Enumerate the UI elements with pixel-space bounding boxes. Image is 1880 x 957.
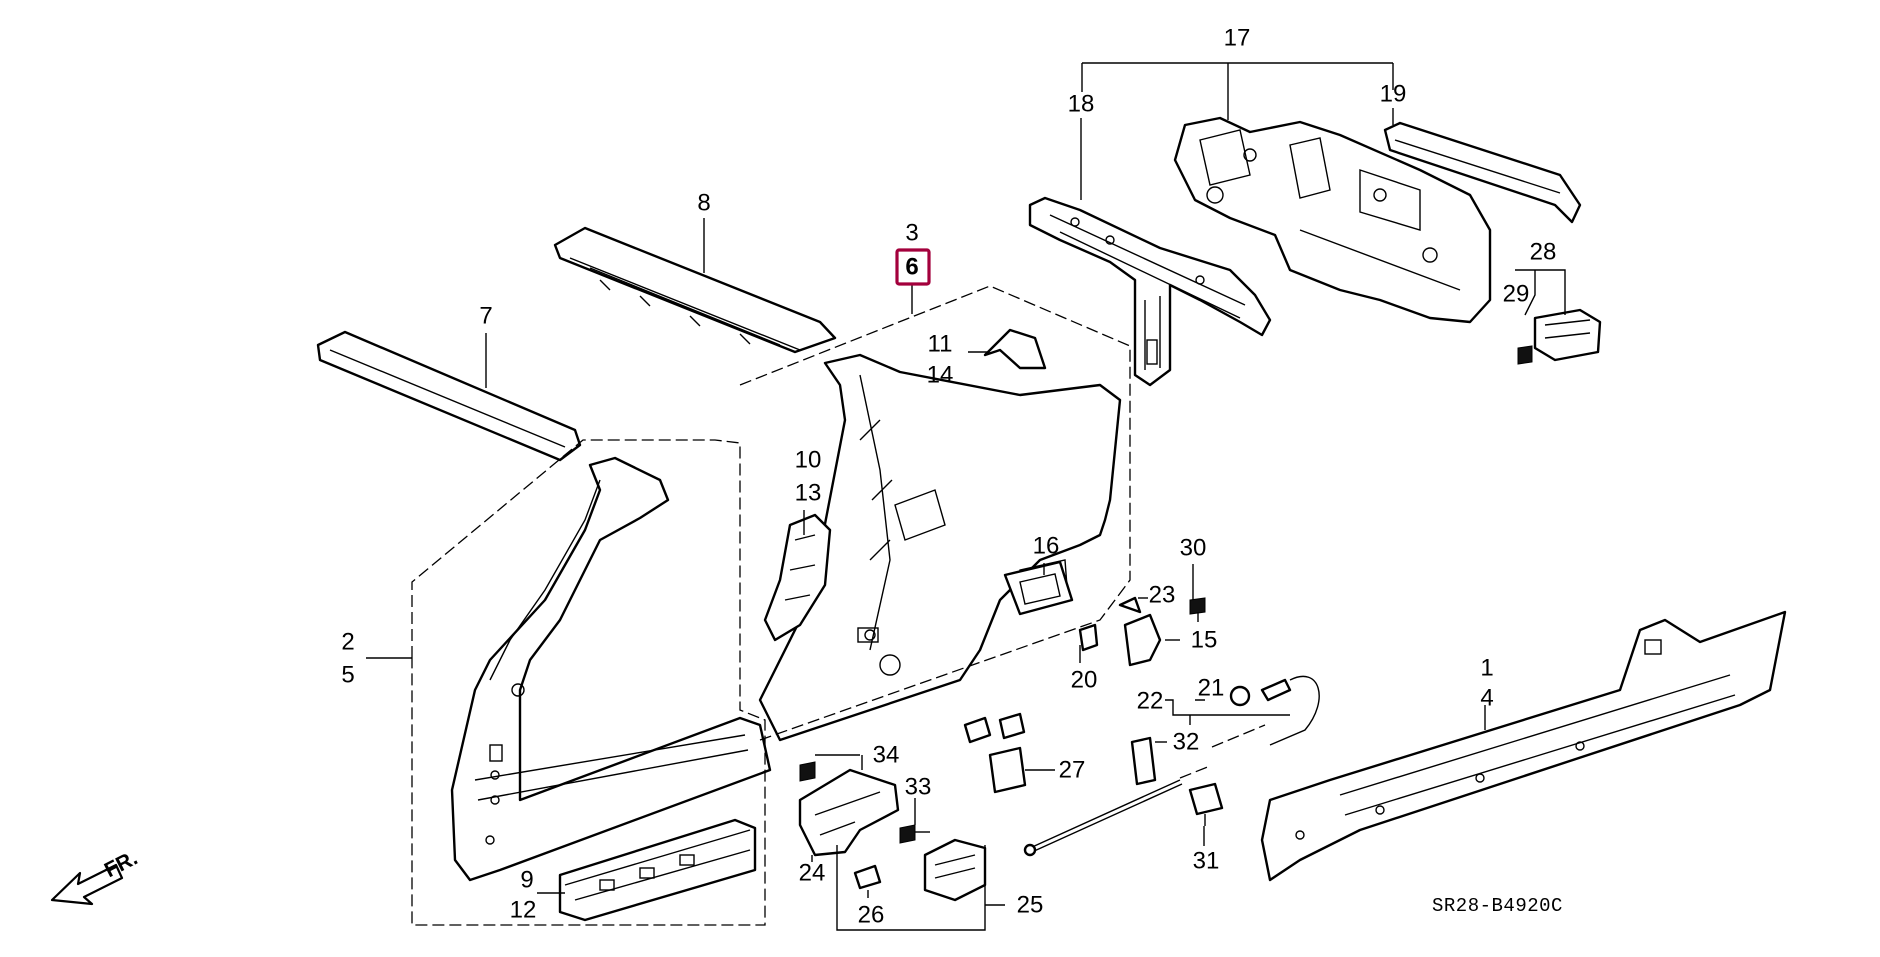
callout-21: 21 — [1198, 675, 1225, 702]
front-arrow-icon — [50, 863, 124, 906]
part-27-lock-cylinder — [963, 712, 1027, 794]
callout-11: 11 — [928, 331, 953, 358]
callout-22: 22 — [1137, 688, 1164, 715]
callout-2: 2 — [341, 629, 354, 656]
callout-13: 13 — [795, 480, 822, 507]
callout-20: 20 — [1071, 667, 1098, 694]
part-9-12-sill-reinforcement — [558, 818, 757, 922]
callout-14: 14 — [927, 362, 954, 389]
callout-34: 34 — [873, 742, 900, 769]
callout-19: 19 — [1380, 81, 1407, 108]
callout-12: 12 — [510, 897, 537, 924]
diagram-code: SR28-B4920C — [1432, 895, 1563, 917]
callout-16: 16 — [1033, 533, 1060, 560]
callout-24: 24 — [799, 860, 826, 887]
callout-33: 33 — [905, 774, 932, 801]
callout-5: 5 — [341, 662, 354, 689]
part-32-pad — [1130, 736, 1157, 786]
part-cable-rod — [1023, 779, 1183, 857]
part-10-13-stay — [763, 513, 832, 642]
part-33-bolt — [899, 824, 930, 844]
part-18-rear-bulkhead-upper — [1028, 196, 1272, 387]
highlight-box-part-6 — [895, 248, 931, 286]
part-25-latch — [923, 838, 987, 902]
callout-6: 6 — [905, 254, 918, 281]
leader-lines — [366, 62, 1566, 931]
callout-30: 30 — [1180, 535, 1207, 562]
part-20-clip — [1078, 623, 1099, 652]
callout-23: 23 — [1149, 582, 1176, 609]
part-7-roof-molding — [316, 330, 582, 462]
callout-labels: 17 18 19 8 3 6 7 11 14 28 29 10 13 16 30… — [341, 25, 1556, 929]
callout-31: 31 — [1193, 848, 1220, 875]
part-26-clip — [853, 864, 882, 890]
callout-26: 26 — [858, 902, 885, 929]
assembly-outlines — [411, 285, 1266, 926]
part-23-cap — [1118, 596, 1142, 614]
part-30-bolt — [1189, 597, 1206, 622]
part-21-cable-end — [1229, 675, 1320, 746]
part-11-14-bracket — [983, 328, 1047, 370]
part-1-4-side-sill — [1260, 610, 1787, 882]
part-24-bracket — [798, 768, 900, 857]
front-direction-indicator: FR. — [50, 846, 141, 906]
callout-10: 10 — [795, 447, 822, 474]
part-17-rear-panel — [1173, 116, 1492, 324]
part-31-grommet — [1188, 782, 1224, 826]
callout-25: 25 — [1017, 892, 1044, 919]
part-34-bolt — [799, 761, 816, 782]
callout-7: 7 — [479, 303, 492, 330]
callout-29: 29 — [1503, 281, 1530, 308]
callout-27: 27 — [1059, 757, 1086, 784]
callout-8: 8 — [697, 190, 710, 217]
callout-18: 18 — [1068, 91, 1095, 118]
callout-4: 4 — [1480, 685, 1493, 712]
callout-32: 32 — [1173, 729, 1200, 756]
part-2-5-side-outer-front — [450, 456, 772, 882]
part-28-29-bracket-bolt — [1517, 308, 1602, 365]
callout-28: 28 — [1530, 239, 1557, 266]
callout-3: 3 — [905, 220, 918, 247]
callout-15: 15 — [1191, 627, 1218, 654]
callout-1: 1 — [1480, 655, 1493, 682]
callout-9: 9 — [520, 867, 533, 894]
part-16-patch — [1003, 560, 1074, 616]
part-15-fuel-lid — [1123, 613, 1162, 667]
callout-17: 17 — [1224, 25, 1251, 52]
part-8-roof-side-rail — [553, 226, 837, 354]
part-19-upper-strip — [1383, 121, 1582, 224]
